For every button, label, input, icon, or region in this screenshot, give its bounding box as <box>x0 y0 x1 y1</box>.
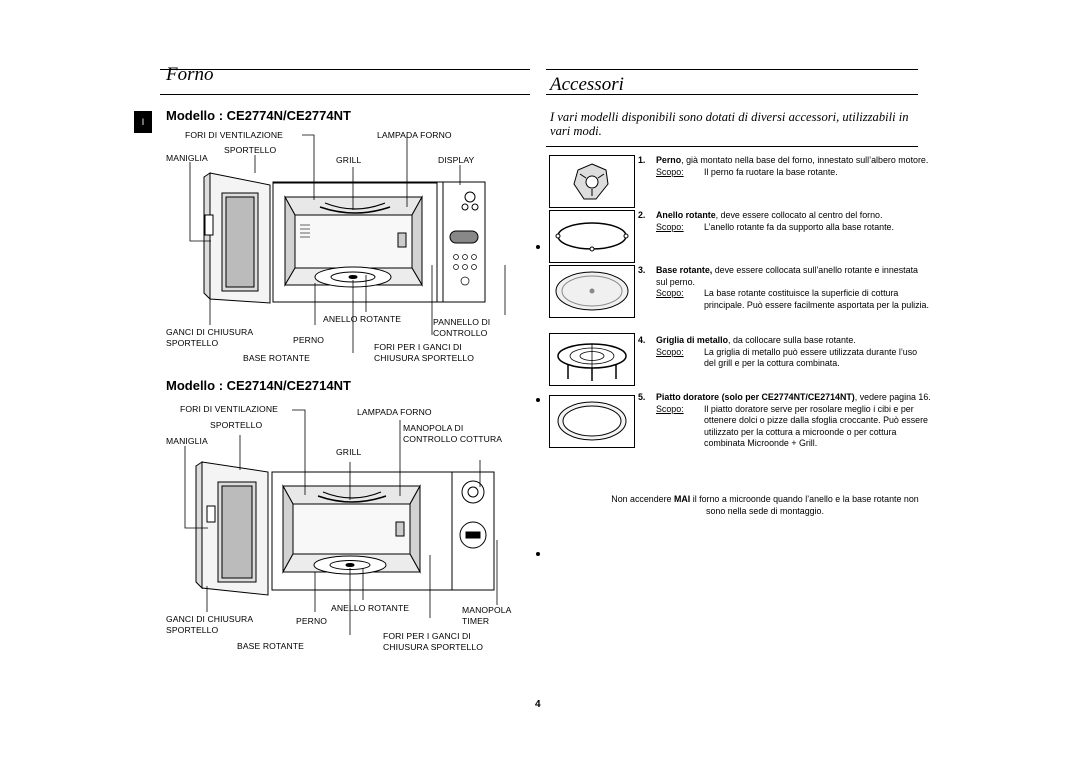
coupler-image <box>549 155 635 208</box>
title-rule-left <box>160 69 530 70</box>
accessory-item-3: 3. Base rotante, deve essere collocata s… <box>638 265 929 310</box>
label-door-1: SPORTELLO <box>224 145 277 155</box>
label-ring-2: ANELLO ROTANTE <box>331 603 410 613</box>
label-handle-1: MANIGLIA <box>166 153 208 163</box>
label-grill-2: GRILL <box>336 447 362 457</box>
label-vents-1: FORI DI VENTILAZIONE <box>185 130 283 140</box>
label-pin-1: PERNO <box>293 335 325 345</box>
label-pin-2: PERNO <box>296 616 328 626</box>
microwave-diagram-1 <box>189 134 506 353</box>
title-underline-left <box>160 94 530 95</box>
model2-title: Modello : CE2714N/CE2714NT <box>166 378 351 393</box>
margin-bullet <box>536 398 540 402</box>
title-rule-right <box>546 69 918 70</box>
accessory-item-4: 4. Griglia di metallo, da collocare sull… <box>638 335 918 368</box>
intro-rule <box>546 146 918 147</box>
label-handle-2: MANIGLIA <box>166 436 208 446</box>
margin-bullet <box>536 552 540 556</box>
microwave-diagram-2 <box>184 409 498 635</box>
model1-title: Modello : CE2774N/CE2774NT <box>166 108 351 123</box>
label-grill-1: GRILL <box>336 155 362 165</box>
label-base-1: BASE ROTANTE <box>243 353 310 363</box>
roller-ring-image <box>549 210 635 263</box>
metal-rack-image <box>549 333 635 386</box>
title-underline-right <box>546 94 918 95</box>
language-tab: I <box>134 111 152 133</box>
accessory-item-1: 1. Perno, già montato nella base del for… <box>638 155 929 177</box>
label-door-2: SPORTELLO <box>210 420 263 430</box>
label-vents-2: FORI DI VENTILAZIONE <box>180 404 278 414</box>
section-title-forno: Forno <box>166 64 214 85</box>
label-display-1: DISPLAY <box>438 155 475 165</box>
crusty-plate-image <box>549 395 635 448</box>
accessory-item-2: 2. Anello rotante, deve essere collocato… <box>638 210 894 232</box>
intro-text: I vari modelli disponibili sono dotati d… <box>550 110 909 138</box>
label-lamp-2: LAMPADA FORNO <box>357 407 432 417</box>
page-number: 4 <box>535 699 541 710</box>
section-title-accessori: Accessori <box>550 74 624 95</box>
accessory-item-5: 5. Piatto doratore (solo per CE2774NT/CE… <box>638 392 931 448</box>
margin-bullet <box>536 245 540 249</box>
warning-note: Non accendere MAI il forno a microonde q… <box>611 494 919 516</box>
label-ring-1: ANELLO ROTANTE <box>323 314 402 324</box>
label-lamp-1: LAMPADA FORNO <box>377 130 452 140</box>
label-base-2: BASE ROTANTE <box>237 641 304 651</box>
turntable-image <box>549 265 635 318</box>
